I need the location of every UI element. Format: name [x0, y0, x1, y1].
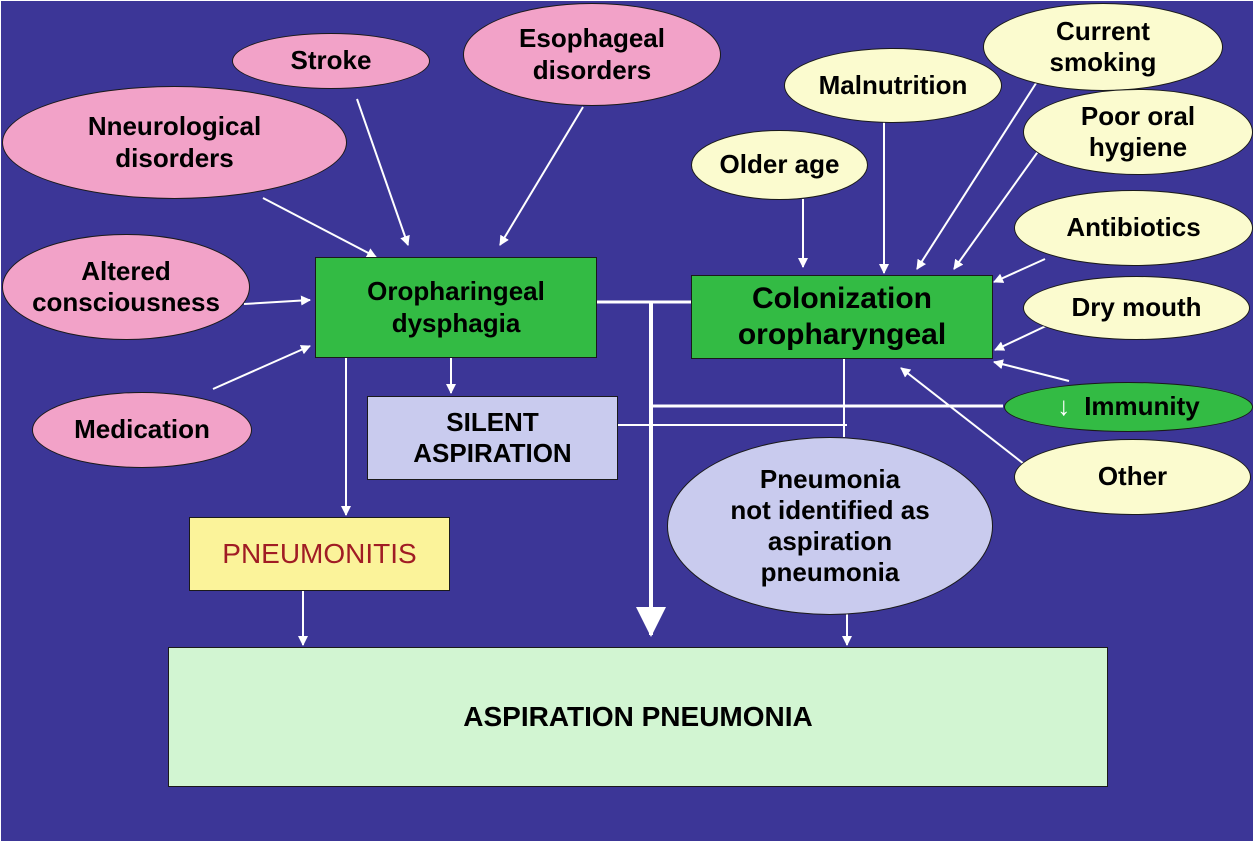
stroke-ellipse: Stroke: [232, 33, 430, 89]
other-label: Other: [1097, 461, 1168, 492]
altered-label-line2: consciousness: [32, 287, 220, 317]
arrow-altered-to-dysphagia: [243, 295, 311, 306]
esophageal-disorders-ellipse: Esophageal disorders: [463, 3, 721, 106]
not-identified-line4: pneumonia: [760, 557, 900, 588]
oral-hygiene-label-line2: hygiene: [1088, 132, 1188, 162]
malnutrition-label: Malnutrition: [818, 69, 968, 100]
not-identified-line2: not identified as: [730, 494, 930, 525]
arrow-neurological-to-dysphagia: [262, 197, 377, 258]
arrow-smoking-to-colonization: [916, 76, 1041, 270]
other-ellipse: Other: [1014, 439, 1251, 515]
pneumonia-not-identified-ellipse: Pneumonia not identified as aspiration p…: [667, 437, 993, 615]
arrow-stroke-to-dysphagia: [356, 98, 410, 246]
current-smoking-ellipse: Current smoking: [983, 3, 1223, 91]
medication-ellipse: Medication: [32, 392, 252, 468]
immunity-label: Immunity: [1084, 391, 1200, 422]
antibiotics-label: Antibiotics: [1066, 212, 1201, 243]
older-age-label: Older age: [719, 149, 840, 180]
malnutrition-ellipse: Malnutrition: [784, 48, 1002, 123]
silent-aspiration-box: SILENT ASPIRATION: [367, 396, 618, 480]
medication-label: Medication: [74, 414, 210, 445]
immunity-ellipse: ↓ Immunity: [1004, 382, 1253, 432]
colonization-label-line1: Colonization: [752, 282, 932, 315]
aspiration-pneumonia-label: ASPIRATION PNEUMONIA: [463, 701, 813, 733]
arrow-immunity-to-colonization: [993, 359, 1070, 382]
aspiration-pneumonia-box: ASPIRATION PNEUMONIA: [168, 647, 1108, 787]
older-age-ellipse: Older age: [691, 130, 868, 200]
colonization-oropharyngeal-box: Colonization oropharyngeal: [691, 275, 993, 359]
altered-consciousness-ellipse: Altered consciousness: [2, 234, 250, 340]
arrow-antibiotics-to-colonization: [993, 258, 1046, 283]
altered-label-line1: Altered: [81, 255, 171, 286]
not-identified-line3: aspiration: [767, 526, 893, 556]
smoking-label-line2: smoking: [1049, 47, 1157, 77]
stroke-label: Stroke: [290, 45, 372, 76]
dysphagia-label-line1: Oropharingeal: [367, 276, 545, 307]
esophageal-label-line1: Esophageal: [519, 23, 665, 54]
smoking-label-line1: Current: [1056, 15, 1150, 46]
antibiotics-ellipse: Antibiotics: [1014, 190, 1253, 266]
dysphagia-label-line2: dysphagia: [391, 307, 521, 338]
arrow-other-to-colonization: [900, 367, 1034, 472]
colonization-label-line2: oropharyngeal: [737, 318, 947, 351]
pneumonitis-label: PNEUMONITIS: [222, 538, 417, 570]
silent-label-line2: ASPIRATION: [413, 438, 572, 468]
dry-mouth-label: Dry mouth: [1071, 292, 1202, 323]
neurological-disorders-ellipse: Nneurological disorders: [2, 86, 347, 199]
arrow-esophageal-to-dysphagia: [499, 106, 584, 246]
arrow-dry-mouth-to-colonization: [994, 324, 1049, 351]
silent-label-line1: SILENT: [446, 406, 539, 437]
oropharingeal-dysphagia-box: Oropharingeal dysphagia: [315, 257, 597, 358]
neurological-label-line1: Nneurological: [87, 111, 262, 142]
arrow-oral-hygiene-to-colonization: [953, 145, 1043, 270]
poor-oral-hygiene-ellipse: Poor oral hygiene: [1023, 89, 1253, 175]
dry-mouth-ellipse: Dry mouth: [1023, 276, 1250, 340]
pneumonitis-box: PNEUMONITIS: [189, 517, 450, 591]
neurological-label-line2: disorders: [115, 142, 234, 173]
decrease-arrow-icon: ↓: [1057, 391, 1071, 422]
arrow-medication-to-dysphagia: [212, 345, 311, 390]
not-identified-line1: Pneumonia: [759, 463, 901, 494]
oral-hygiene-label-line1: Poor oral: [1080, 100, 1196, 131]
esophageal-label-line2: disorders: [532, 54, 652, 85]
